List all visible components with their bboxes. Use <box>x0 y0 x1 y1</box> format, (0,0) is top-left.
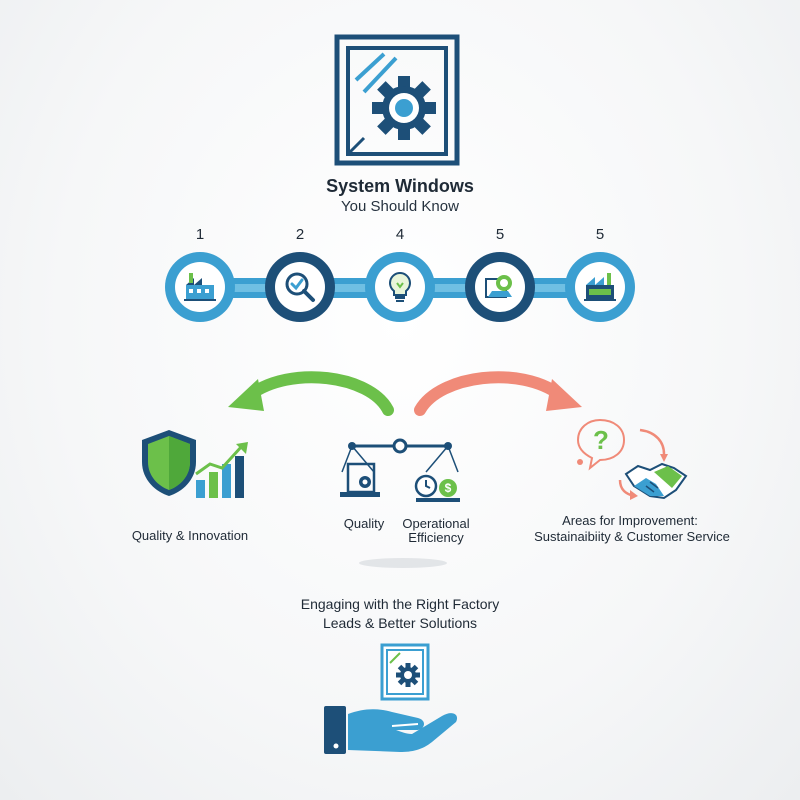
quality-label: Quality <box>343 516 385 531</box>
step-number-4: 5 <box>495 226 505 243</box>
window-gear-logo-icon <box>334 34 460 166</box>
right-arrowhead-icon <box>546 379 582 411</box>
step-4-gear-window-icon[interactable] <box>464 251 536 323</box>
shield-icon <box>142 430 196 496</box>
areas-improvement-label: Areas for Improvement: <box>562 513 698 528</box>
branch-arrows <box>228 371 582 416</box>
small-window-gear-icon <box>380 643 430 701</box>
handshake-icon <box>624 462 688 500</box>
operational-label: Operational <box>402 516 470 531</box>
center-shadow <box>359 558 447 568</box>
step-number-3: 4 <box>395 226 405 243</box>
step-5-factory-icon[interactable] <box>564 251 636 323</box>
left-arrowhead-icon <box>228 379 264 411</box>
svg-text:?: ? <box>593 425 609 455</box>
open-hand-icon <box>324 706 458 754</box>
growth-chart-icon <box>195 442 248 498</box>
efficiency-label: Efficiency <box>408 530 464 545</box>
balance-scale-icon: $ <box>340 438 460 502</box>
step-2-magnifier-check-icon[interactable] <box>264 251 336 323</box>
footer-line-2: Leads & Better Solutions <box>322 615 478 631</box>
sustainability-service-label: Sustainaibiity & Customer Service <box>534 529 730 544</box>
page-subtitle: You Should Know <box>341 198 459 215</box>
cycle-arrows-icon <box>618 428 668 500</box>
step-number-5: 5 <box>595 226 605 243</box>
footer-line-1: Engaging with the Right Factory <box>300 596 500 612</box>
step-1-factory-icon[interactable] <box>164 251 236 323</box>
page-title: System Windows <box>326 176 474 196</box>
quality-innovation-label: Quality & Innovation <box>131 528 249 543</box>
step-number-1: 1 <box>195 226 205 243</box>
question-bubble-icon: ? <box>576 418 626 471</box>
svg-text:$: $ <box>445 481 452 495</box>
step-3-lightbulb-icon[interactable] <box>364 251 436 323</box>
step-number-2: 2 <box>295 226 305 243</box>
